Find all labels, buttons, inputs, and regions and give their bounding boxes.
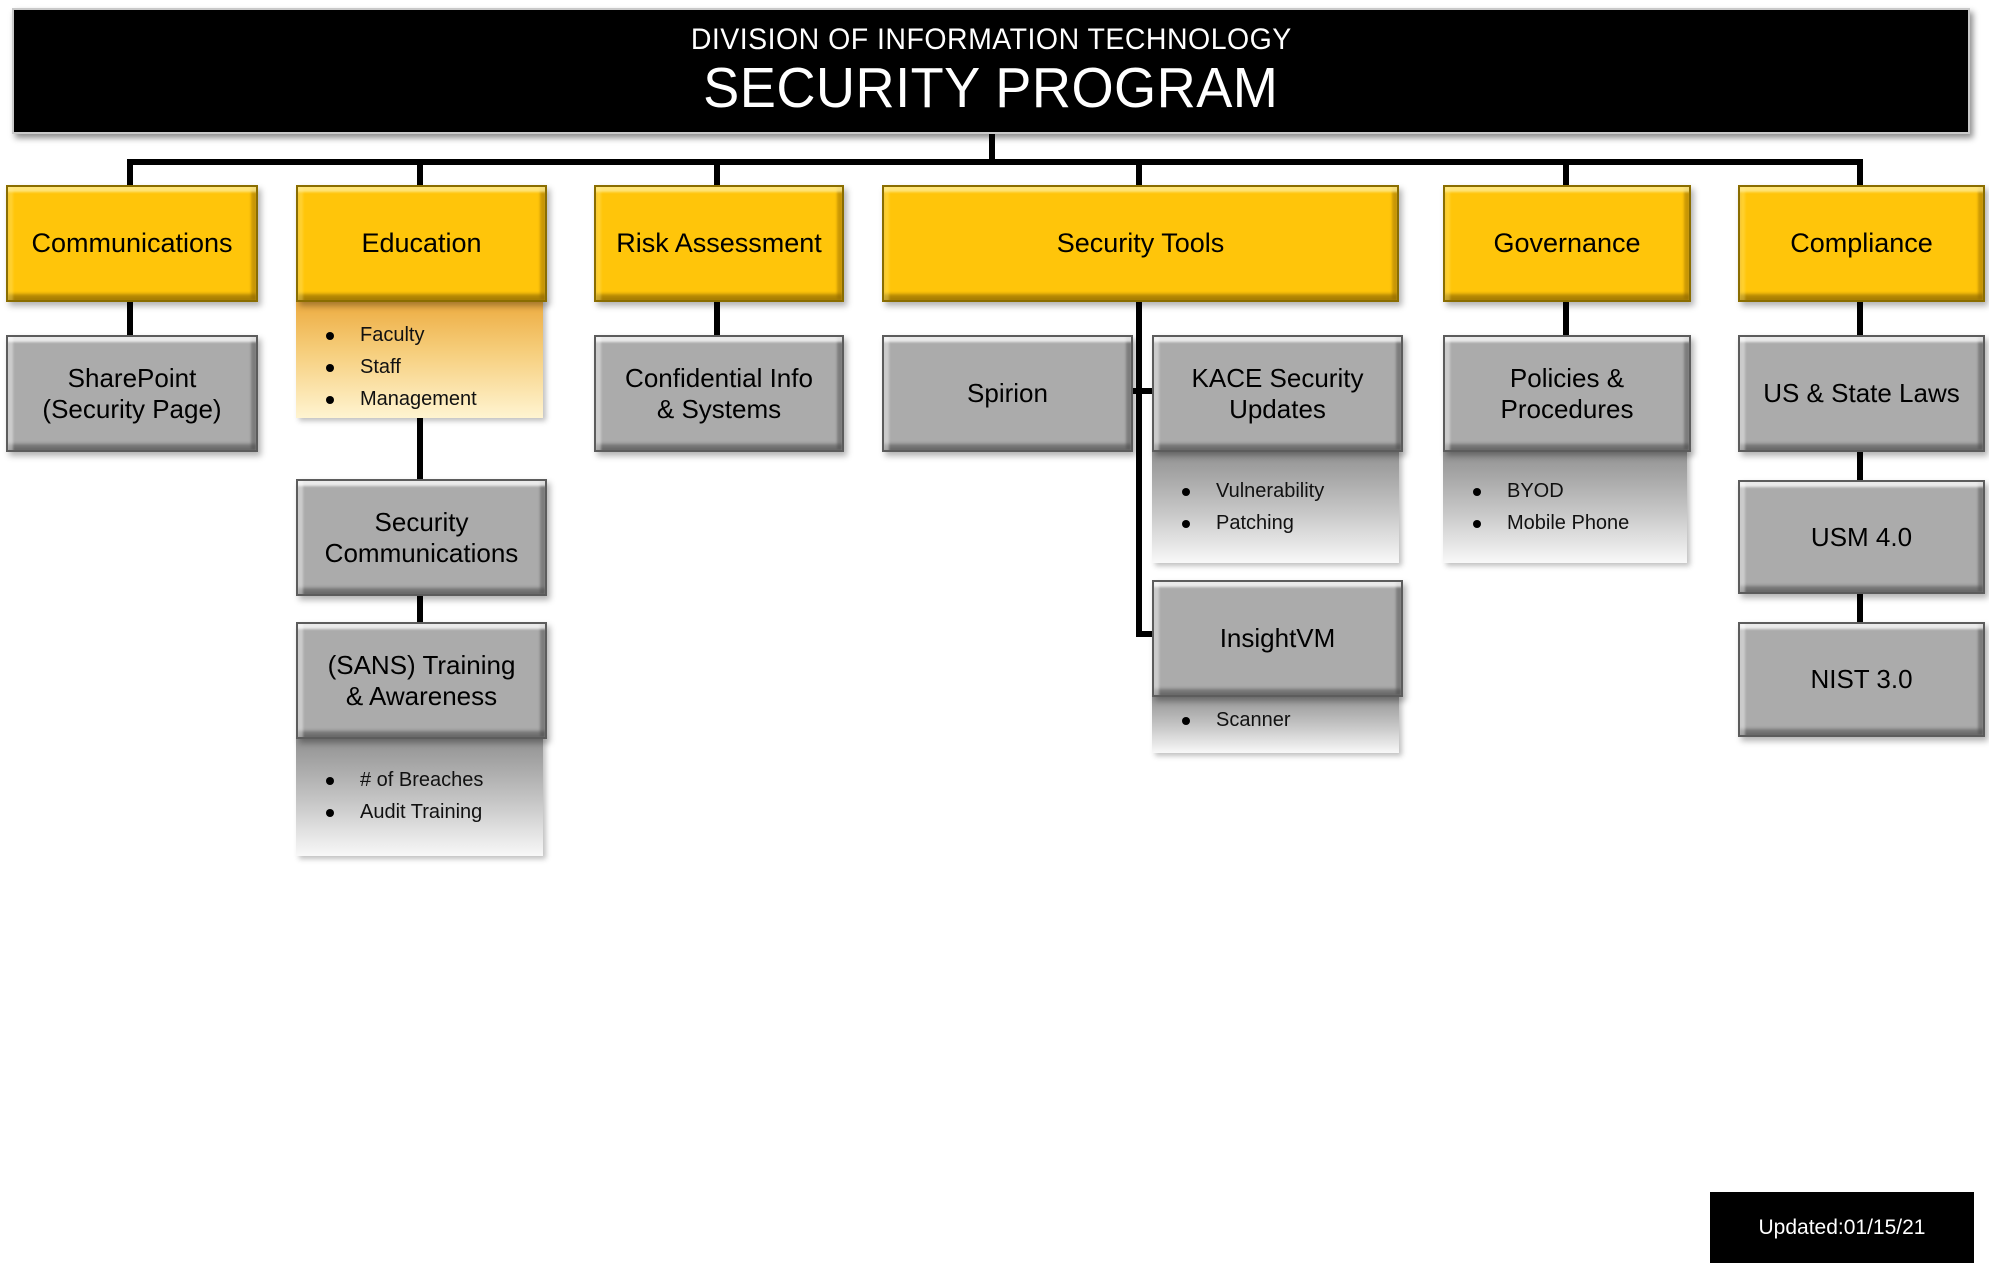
connector-communications-sharepoint [127,298,133,337]
connector-governance-policies [1563,298,1569,337]
bullet-dot-icon [1182,519,1190,528]
bullet-dot-icon [326,331,334,340]
connector-drop-education [417,159,423,187]
bullet-item: BYOD [1473,480,1677,503]
connector-spirion-kace [1127,388,1154,394]
bullet-dot-icon [1182,716,1190,725]
branch-risk-assessment: Risk Assessment [594,185,844,302]
connector-usm-nist [1857,590,1863,622]
bullet-item: Faculty [326,324,533,347]
node-spirion: Spirion [882,335,1133,452]
connector-uslaws-usm [1857,448,1863,480]
header-subtitle: DIVISION OF INFORMATION TECHNOLOGY [690,23,1292,57]
node-kace-security-updates: KACE Security Updates [1152,335,1403,452]
bullet-dot-icon [326,395,334,404]
connector-drop-security-tools [1136,159,1142,187]
bullet-item: Management [326,388,533,411]
connector-drop-governance [1563,159,1569,187]
header-banner: DIVISION OF INFORMATION TECHNOLOGY SECUR… [12,8,1970,134]
bullet-label: Patching [1216,512,1294,534]
node-insightvm: InsightVM [1152,580,1403,697]
node-confidential-info: Confidential Info & Systems [594,335,844,452]
branch-communications: Communications [6,185,258,302]
bullet-item: Scanner [1182,709,1389,732]
connector-seccomms-sans [417,590,423,622]
connector-elbow-insightvm [1136,631,1154,637]
bullet-dot-icon [1182,487,1190,496]
header-title: SECURITY PROGRAM [703,56,1279,121]
bullet-item: # of Breaches [326,769,533,792]
bullet-dot-icon [1473,519,1481,528]
bullet-panel-insightvm: Scanner [1152,693,1399,753]
node-us-state-laws: US & State Laws [1738,335,1985,452]
connector-trunk [989,132,995,165]
bullet-dot-icon [326,808,334,817]
bullet-label: Mobile Phone [1507,512,1630,534]
bullet-item: Patching [1182,512,1389,535]
bullet-panel-governance: BYOD Mobile Phone [1443,448,1687,563]
node-sans-training: (SANS) Training & Awareness [296,622,547,739]
bullet-dot-icon [1473,487,1481,496]
connector-drop-compliance [1857,159,1863,187]
connector-compliance-uslaws [1857,298,1863,337]
bullet-item: Mobile Phone [1473,512,1677,535]
connector-drop-risk [714,159,720,187]
branch-education: Education [296,185,547,302]
updated-badge: Updated:01/15/21 [1710,1192,1974,1263]
branch-compliance: Compliance [1738,185,1985,302]
bullet-label: # of Breaches [360,769,484,791]
branch-governance: Governance [1443,185,1691,302]
bullet-label: Staff [360,356,401,378]
bullet-item: Staff [326,356,533,379]
connector-security-tools-vertical [1136,298,1142,637]
bullet-label: Faculty [360,324,425,346]
bullet-label: Audit Training [360,801,483,823]
bullet-item: Vulnerability [1182,480,1389,503]
node-security-communications: Security Communications [296,479,547,596]
node-policies-procedures: Policies & Procedures [1443,335,1691,452]
bullet-label: BYOD [1507,480,1564,502]
bullet-label: Scanner [1216,709,1291,731]
bullet-label: Vulnerability [1216,480,1325,502]
node-sharepoint: SharePoint (Security Page) [6,335,258,452]
bullet-label: Management [360,388,477,410]
bullet-dot-icon [326,363,334,372]
bullet-dot-icon [326,776,334,785]
branch-security-tools: Security Tools [882,185,1399,302]
connector-risk-confidential [714,298,720,337]
connector-drop-communications [127,159,133,187]
node-nist: NIST 3.0 [1738,622,1985,737]
connector-rail [127,159,1863,165]
bullet-item: Audit Training [326,801,533,824]
node-usm: USM 4.0 [1738,480,1985,594]
connector-education-panel-seccomms [417,418,423,479]
